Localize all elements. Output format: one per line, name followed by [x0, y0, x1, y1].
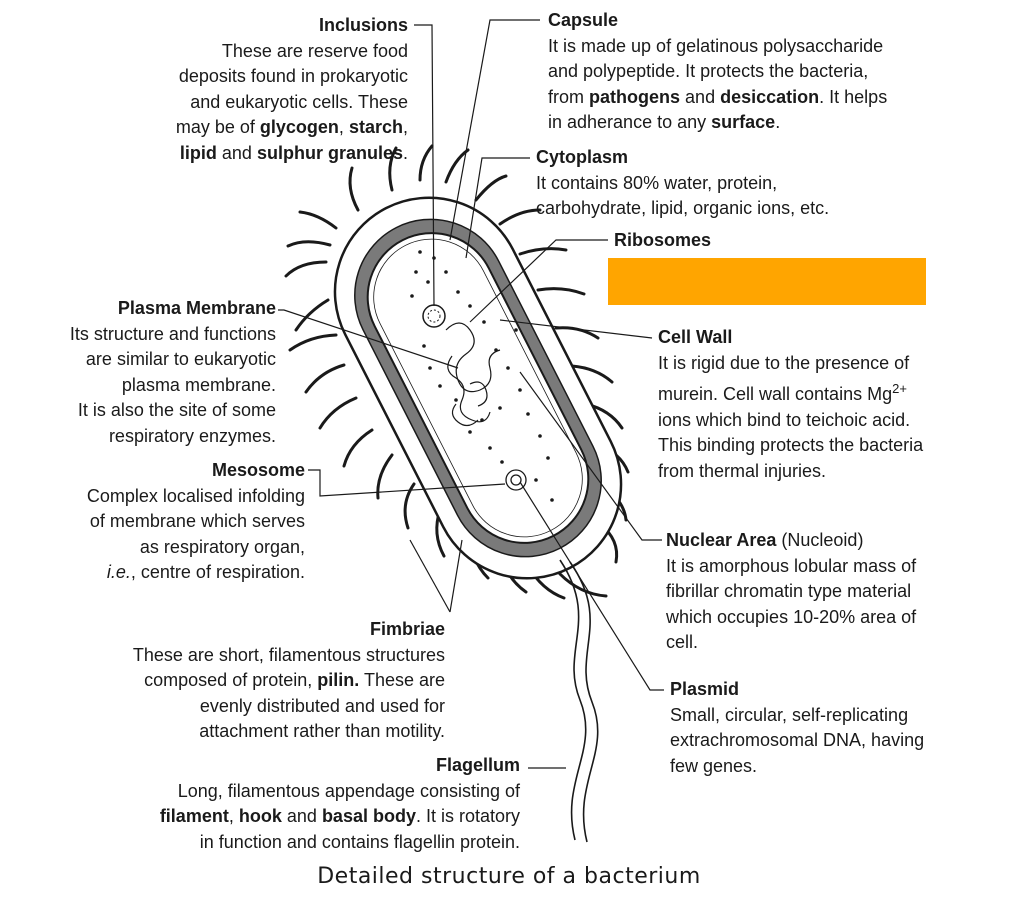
label-cell-wall: Cell Wall It is rigid due to the presenc… — [658, 325, 923, 484]
fimbria — [318, 396, 358, 430]
fimbria — [286, 240, 332, 248]
nuclear-area-text: fibrillar chromatin type material — [666, 581, 912, 601]
cell-wall-text: This binding protects the bacteria — [658, 435, 924, 455]
fimbria — [376, 453, 394, 500]
cytoplasm-title: Cytoplasm — [536, 147, 629, 167]
mesosome-title: Mesosome — [211, 460, 305, 480]
flagellum-line2: filament, hook and basal body. It is rot… — [159, 806, 520, 826]
mesosome-text: as respiratory organ, — [139, 536, 305, 557]
fimbria — [298, 210, 338, 230]
capsule-line4: in adherance to any surface. — [548, 112, 781, 132]
plasma-membrane-title: Plasma Membrane — [117, 298, 276, 318]
nuclear-area-text: which occupies 10-20% area of — [666, 606, 917, 627]
fimbria — [403, 482, 416, 530]
cell-wall-text: from thermal injuries. — [658, 460, 827, 481]
label-mesosome: Mesosome Complex localised infolding of … — [87, 458, 305, 586]
cell-body — [333, 196, 623, 580]
plasma-membrane-text: respiratory enzymes. — [108, 425, 276, 446]
fimbria — [444, 148, 470, 184]
inclusion-granule — [422, 304, 446, 328]
nuclear-area-text: cell. — [666, 632, 699, 652]
fimbria — [570, 364, 614, 384]
cell-wall-text: ions which bind to teichoic acid. — [658, 409, 911, 430]
fimbria — [284, 260, 328, 278]
cytoplasm-text: It contains 80% water, protein, — [536, 172, 778, 193]
label-cytoplasm: Cytoplasm It contains 80% water, protein… — [536, 145, 829, 222]
cytoplasm-text: carbohydrate, lipid, organic ions, etc. — [536, 198, 830, 218]
plasmid-text: few genes. — [670, 755, 758, 776]
fimbria — [342, 428, 374, 468]
inclusions-text: deposits found in prokaryotic — [178, 66, 408, 86]
cell-wall-title: Cell Wall — [658, 327, 733, 347]
nuclear-area-heading: Nuclear Area (Nucleoid) — [666, 530, 864, 550]
fimbriae-title: Fimbriae — [369, 619, 445, 639]
ribosomes-title: Ribosomes — [614, 230, 712, 250]
flagellum — [559, 559, 599, 843]
fimbria — [388, 146, 398, 192]
fimbria — [498, 208, 542, 226]
label-capsule: Capsule It is made up of gelatinous poly… — [548, 8, 887, 136]
fimbria — [474, 174, 508, 202]
mesosome-line4: i.e., centre of respiration. — [106, 562, 305, 582]
fimbria — [518, 247, 568, 256]
plasma-membrane-text: It is also the site of some — [77, 400, 276, 420]
nucleoid — [445, 322, 501, 427]
label-flagellum: Flagellum Long, filamentous appendage co… — [160, 753, 520, 855]
inclusions-text: and eukaryotic cells. These — [190, 91, 408, 112]
inclusions-line4: may be of glycogen, starch, — [175, 117, 408, 137]
mesosome-structure — [505, 469, 527, 491]
label-fimbriae: Fimbriae These are short, filamentous st… — [133, 617, 445, 745]
flagellum-text: Long, filamentous appendage consisting o… — [177, 780, 520, 801]
fimbria — [536, 287, 586, 296]
capsule-text: It is made up of gelatinous polysacchari… — [548, 35, 884, 56]
fimbriae-line2: composed of protein, pilin. These are — [144, 670, 445, 690]
fimbriae-text: evenly distributed and used for — [199, 695, 445, 716]
capsule-title: Capsule — [548, 10, 619, 30]
fimbria — [558, 572, 608, 598]
cell-wall-line2: murein. Cell wall contains Mg2+ — [658, 381, 907, 404]
mesosome-text: Complex localised infolding — [86, 485, 305, 506]
plasma-membrane-text: Its structure and functions — [69, 323, 276, 344]
cell-wall-text: It is rigid due to the presence of — [658, 352, 910, 373]
fimbria — [418, 144, 434, 182]
plasma-membrane-text: are similar to eukaryotic — [85, 349, 276, 369]
label-ribosomes: Ribosomes — [614, 228, 711, 254]
figure-caption: Detailed structure of a bacterium — [317, 864, 701, 889]
nuclear-area-text: It is amorphous lobular mass of — [666, 555, 917, 576]
label-nuclear-area: Nuclear Area (Nucleoid) It is amorphous … — [666, 528, 916, 656]
label-plasmid: Plasmid Small, circular, self-replicatin… — [670, 677, 924, 779]
fimbriae-text: These are short, filamentous structures — [132, 644, 445, 665]
plasmid-text: Small, circular, self-replicating — [670, 704, 909, 725]
fimbriae-text: attachment rather than motility. — [199, 721, 445, 741]
fimbria — [348, 166, 360, 212]
redaction-box — [608, 258, 926, 305]
capsule-text: and polypeptide. It protects the bacteri… — [548, 61, 869, 81]
fimbria — [304, 363, 346, 394]
fimbria — [294, 298, 330, 332]
mesosome-text: of membrane which serves — [89, 511, 305, 531]
plasma-membrane-text: plasma membrane. — [121, 374, 276, 395]
inclusions-line5: lipid and sulphur granules. — [179, 142, 408, 163]
inclusions-title: Inclusions — [318, 15, 408, 35]
inclusions-text: These are reserve food — [221, 40, 408, 61]
label-plasma-membrane: Plasma Membrane Its structure and functi… — [70, 296, 276, 449]
capsule-line3: from pathogens and desiccation. It helps — [548, 86, 888, 107]
flagellum-title: Flagellum — [435, 755, 520, 775]
plasmid-title: Plasmid — [670, 679, 740, 699]
plasmid-text: extrachromosomal DNA, having — [670, 730, 925, 750]
pointer-lines — [278, 19, 664, 769]
label-inclusions: Inclusions These are reserve food deposi… — [176, 13, 408, 166]
flagellum-text: in function and contains flagellin prote… — [199, 831, 520, 852]
fimbria — [288, 333, 338, 352]
